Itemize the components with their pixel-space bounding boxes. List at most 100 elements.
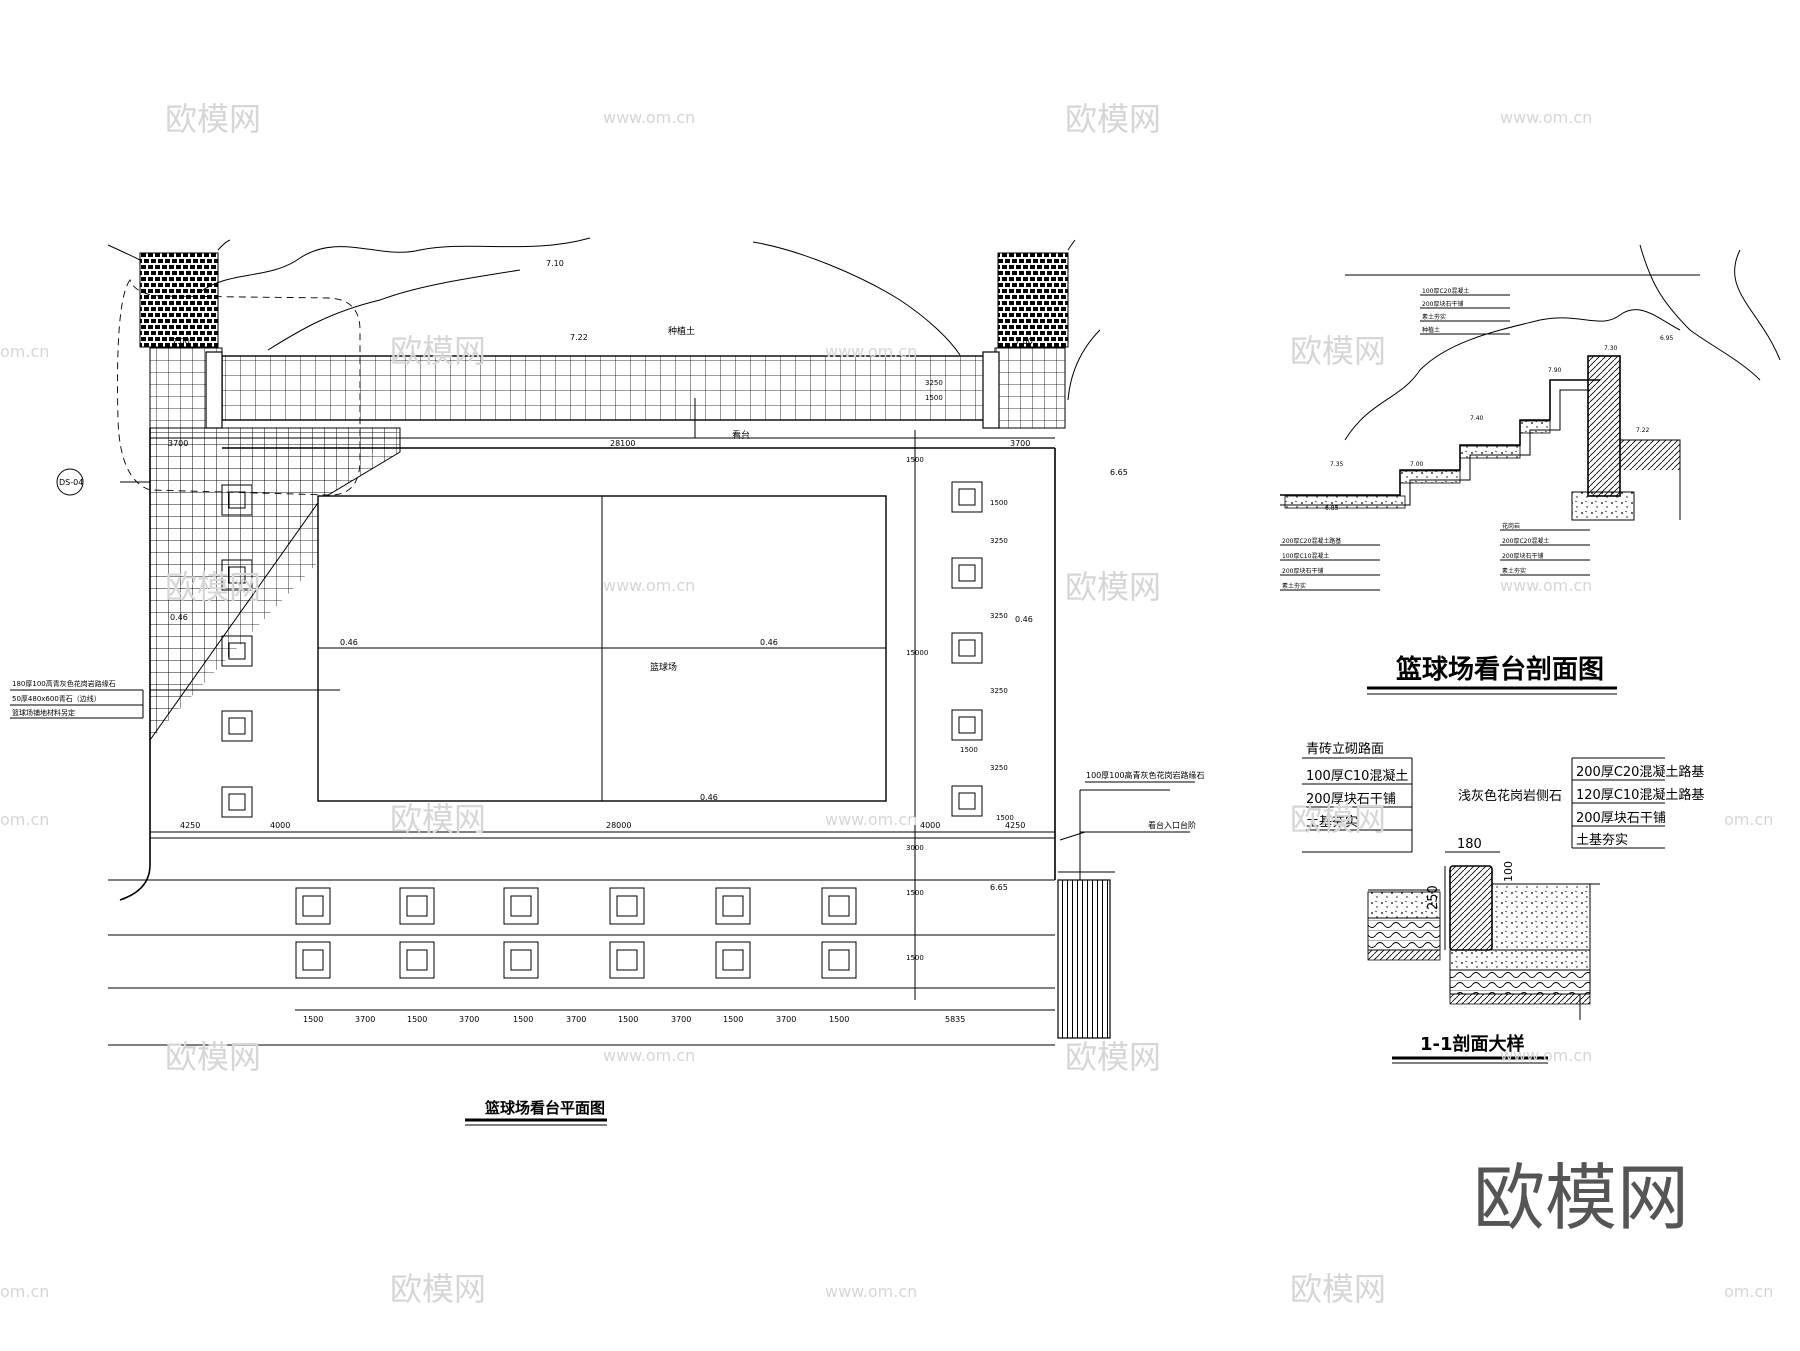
section-right-note-2: 200厚C20混凝土: [1502, 537, 1549, 545]
dim-right-5: 3250: [990, 764, 1008, 772]
watermark-site: www.om.cn: [1500, 108, 1592, 127]
plan-right-entry-note: 看台入口台阶: [1148, 820, 1196, 830]
elev-11: 6.65: [990, 883, 1008, 892]
watermark-site: www.om.cn: [825, 1282, 917, 1301]
watermark-site: www.om.cn: [1500, 1046, 1592, 1065]
detail-left-label-3: 200厚块石干铺: [1306, 792, 1396, 807]
section-right-notes: 花岗岩 200厚C20混凝土 200厚块石干铺 素土夯实: [1500, 522, 1590, 576]
watermark-brand: 欧模网: [165, 568, 261, 606]
dim-mid-3: 28000: [606, 821, 631, 830]
left-callout-1: 180厚100高青灰色花岗岩路缘石: [12, 679, 116, 688]
detail-right-label-4: 土基夯实: [1576, 833, 1628, 848]
plan-title: 篮球场看台平面图: [484, 1099, 605, 1117]
elev-6: 0.46: [340, 638, 358, 647]
detail-right-labels: 200厚C20混凝土路基 120厚C10混凝土路基 200厚块石干铺 土基夯实: [1576, 764, 1704, 848]
section-left-note-4: 素土夯实: [1282, 582, 1306, 590]
dim-bottom-2: 3700: [355, 1015, 375, 1024]
dim-bottom-8: 3700: [671, 1015, 691, 1024]
watermark-site: www.om.cn: [603, 108, 695, 127]
watermark-site: www.om.cn: [603, 576, 695, 595]
elev-3: 7.00: [172, 337, 190, 346]
dim-top-right-3: 1500: [925, 394, 943, 402]
section-left-notes: 200厚C20混凝土路基 100厚C10混凝土 200厚块石干铺 素土夯实: [1280, 537, 1380, 591]
watermark-partial: om.cn: [0, 342, 49, 361]
section-top-note-4: 种植土: [1422, 326, 1440, 334]
section-elev-5: 7.90: [1548, 367, 1562, 374]
detail-left-label-4: 土基夯实: [1306, 815, 1358, 830]
section-elev-8: 6.95: [1660, 335, 1674, 342]
dim-bottom-1: 1500: [303, 1015, 323, 1024]
dim-bottom-3: 1500: [407, 1015, 427, 1024]
detail-right-label-2: 120厚C10混凝土路基: [1576, 787, 1704, 803]
elev-5: 6.65: [1110, 468, 1128, 477]
bottom-seat-blocks: [295, 887, 857, 979]
dim-right-9: 3000: [906, 844, 924, 852]
section-left-note-1: 200厚C20混凝土路基: [1282, 537, 1341, 545]
detail-right-label-1: 200厚C20混凝土路基: [1576, 764, 1704, 780]
elev-7: 0.46: [760, 638, 778, 647]
dim-right-10: 1500: [906, 954, 924, 962]
detail-section: 青砖立砌路面 100厚C10混凝土 200厚块石干铺 土基夯实 200厚C20混…: [1302, 741, 1704, 1064]
watermark-partial: om.cn: [1724, 810, 1773, 829]
plan-view: 种植土 看台 篮球场 DS-04 100厚100高青灰色花岗岩路缘石 看台入口台…: [10, 237, 1205, 1126]
elev-8: 0.46: [1015, 615, 1033, 624]
dim-bottom-11: 1500: [829, 1015, 849, 1024]
dim-bottom-7: 1500: [618, 1015, 638, 1024]
logo-text: 欧模网: [1473, 1156, 1689, 1240]
watermark-brand: 欧模网: [390, 1270, 486, 1308]
plan-right-edge-note: 100厚100高青灰色花岗岩路缘石: [1086, 770, 1205, 780]
dim-right-8: 1500: [906, 889, 924, 897]
dim-right-6: 1500: [960, 746, 978, 754]
dim-top-2: 28100: [610, 439, 635, 448]
plan-label-stand: 看台: [732, 429, 750, 441]
section-elev-4: 7.40: [1470, 415, 1484, 422]
watermark-brand: 欧模网: [1065, 568, 1161, 606]
section-top-notes: 100厚C20混凝土 200厚块石干铺 素土夯实 种植土: [1420, 287, 1510, 335]
detail-right-label-3: 200厚块石干铺: [1576, 811, 1666, 826]
watermark-site: www.om.cn: [1500, 576, 1592, 595]
dim-bottom-5: 1500: [513, 1015, 533, 1024]
watermark-partial: om.cn: [0, 1282, 49, 1301]
detail-left-label-2: 100厚C10混凝土: [1306, 768, 1408, 784]
detail-dim-100: 100: [1502, 861, 1515, 882]
dim-mid-5: 4250: [1005, 821, 1025, 830]
detail-dim-180: 180: [1457, 837, 1482, 852]
dim-bottom-10: 3700: [776, 1015, 796, 1024]
section-title: 篮球场看台剖面图: [1395, 654, 1604, 685]
dim-bottom-12: 5835: [945, 1015, 965, 1024]
watermark-brand: 欧模网: [165, 100, 261, 138]
watermark-brand: 欧模网: [165, 1038, 261, 1076]
seat-blocks-left: [221, 484, 253, 818]
watermark-brand: 欧模网: [1290, 800, 1386, 838]
detail-center-label: 浅灰色花岗岩侧石: [1458, 788, 1562, 804]
left-callout-2: 50厚480x600青石（边线）: [12, 694, 101, 703]
dim-top-right-1: 1500: [906, 456, 924, 464]
dim-top-1: 3700: [168, 439, 188, 448]
plan-label-soil: 种植土: [668, 325, 695, 337]
watermark-partial: om.cn: [1724, 1282, 1773, 1301]
dim-bottom-9: 1500: [723, 1015, 743, 1024]
bottom-paving-grid: [108, 879, 1055, 1046]
section-top-note-2: 200厚块石干铺: [1422, 300, 1463, 308]
section-view: 200厚C20混凝土路基 100厚C10混凝土 200厚块石干铺 素土夯实 花岗…: [1280, 244, 1781, 695]
dim-right-3: 3250: [990, 612, 1008, 620]
watermark-brand: 欧模网: [390, 332, 486, 370]
plan-label-court: 篮球场: [650, 661, 677, 673]
section-elev-1: 7.35: [1330, 461, 1344, 468]
section-right-note-1: 花岗岩: [1502, 522, 1520, 530]
elev-1: 7.10: [546, 259, 564, 268]
dim-mid-2: 4000: [270, 821, 290, 830]
dim-top-right-2: 3250: [925, 379, 943, 387]
dim-mid-1: 4250: [180, 821, 200, 830]
section-elev-2: 6.85: [1325, 505, 1339, 512]
left-callout-3: 篮球场铺地材料另定: [12, 708, 75, 717]
bottom-dims: 1500 3700 1500 3700 1500 3700 1500 3700 …: [303, 1015, 965, 1024]
seat-blocks-right: [951, 481, 983, 817]
dim-right-4: 3250: [990, 687, 1008, 695]
dim-right-2: 3250: [990, 537, 1008, 545]
watermark-brand: 欧模网: [390, 800, 486, 838]
section-top-note-1: 100厚C20混凝土: [1422, 287, 1469, 295]
watermark-site: www.om.cn: [603, 1046, 695, 1065]
